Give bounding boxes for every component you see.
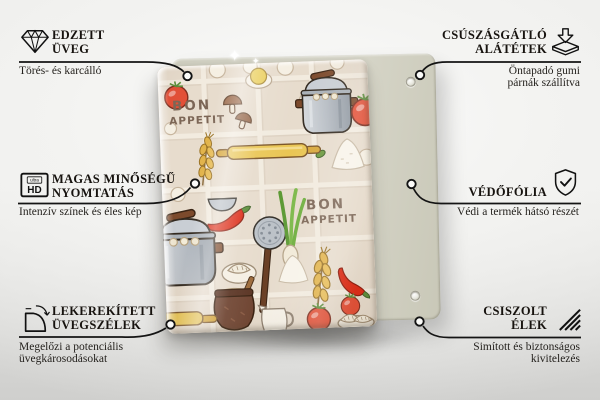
callout-title: EDZETT ÜVEG [52,28,105,56]
screw-hole-top [405,76,416,87]
callout-subtitle: Védi a termék hátsó részét [457,206,579,218]
callout-title: VÉDŐFÓLIA [468,185,547,199]
callout-title: CSÚSZÁSGÁTLÓ ALÁTÉTEK [441,28,547,56]
ultra-hd-icon: ultra HD [20,172,49,198]
screw-hole-bottom [410,290,421,301]
polished-edges-icon [551,304,581,333]
svg-text:ultra: ultra [30,178,39,183]
anti-slip-pads-icon [550,27,581,57]
diamond-icon [20,28,50,55]
rounded-corner-icon [20,304,50,333]
callout-subtitle: Törés- és karcálló [19,65,102,77]
glass-board-product: BON APPETIT [157,59,378,334]
shield-check-icon [552,168,579,197]
callout-subtitle: Intenzív színek és éles kép [19,206,142,218]
callout-title: MAGAS MINŐSÉGŰ NYOMTATÁS [52,172,176,200]
callout-subtitle: Simított és biztonságos kivitelezés [473,341,580,365]
callout-title: LEKEREKÍTETT ÜVEGSZÉLEK [52,304,156,332]
callout-title: CSISZOLT ÉLEK [483,304,547,332]
callout-subtitle: Megelőzi a potenciális üvegkárosodásokat [19,341,124,365]
glass-design-illustration: BON APPETIT [157,59,378,334]
svg-text:HD: HD [27,185,41,196]
callout-subtitle: Öntapadó gumi párnák szállítva [507,65,580,89]
